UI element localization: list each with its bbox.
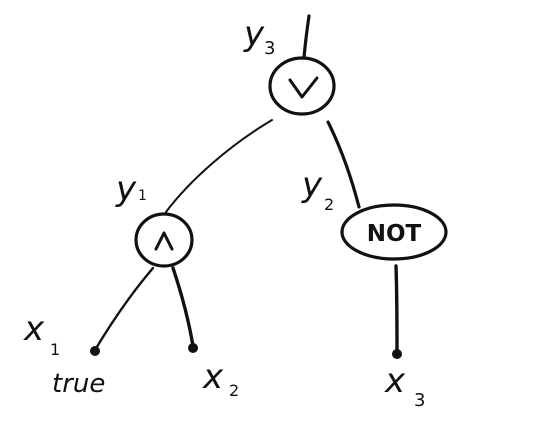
wire-x3	[394, 264, 399, 354]
label-x3-var: x	[384, 361, 406, 401]
label-x2-sub: 2	[229, 381, 239, 400]
label-y1: y 1	[115, 169, 147, 209]
leaf-dot-x1	[90, 346, 100, 356]
and-gate-node	[134, 212, 194, 268]
or-gate-circle	[268, 56, 336, 116]
label-y3: y 3	[243, 14, 275, 59]
leaf-dot-x2	[188, 343, 198, 353]
leaf-x1-value: true	[52, 369, 105, 399]
label-x1-var: x	[23, 309, 45, 349]
wire-x1	[93, 266, 155, 352]
label-y2: y 2	[301, 165, 334, 214]
not-gate-label: NOT	[367, 221, 422, 247]
wire-y2	[326, 120, 361, 209]
and-symbol-icon	[154, 231, 174, 251]
output-wire-y3	[302, 14, 311, 60]
or-gate-node	[268, 56, 336, 116]
label-y3-sub: 3	[264, 38, 275, 59]
label-x3-sub: 3	[414, 390, 425, 411]
not-gate-ellipse	[340, 203, 448, 261]
label-y1-sub: 1	[138, 188, 147, 204]
label-y2-sub: 2	[324, 195, 334, 214]
label-x2-var: x	[202, 357, 224, 397]
leaf-dot-x3	[392, 349, 402, 359]
label-x1-sub: 1	[50, 340, 60, 359]
label-x1: x 1	[23, 309, 60, 359]
not-gate-node: NOT	[340, 203, 448, 261]
label-y2-var: y	[301, 165, 323, 205]
and-gate-circle	[134, 212, 194, 268]
or-symbol-icon	[288, 76, 319, 99]
label-x2: x 2	[202, 357, 239, 400]
wire-y1	[165, 119, 273, 213]
wire-x2	[171, 266, 195, 348]
label-x3: x 3	[384, 361, 425, 411]
label-y3-var: y	[243, 14, 265, 54]
label-y1-var: y	[115, 169, 137, 209]
